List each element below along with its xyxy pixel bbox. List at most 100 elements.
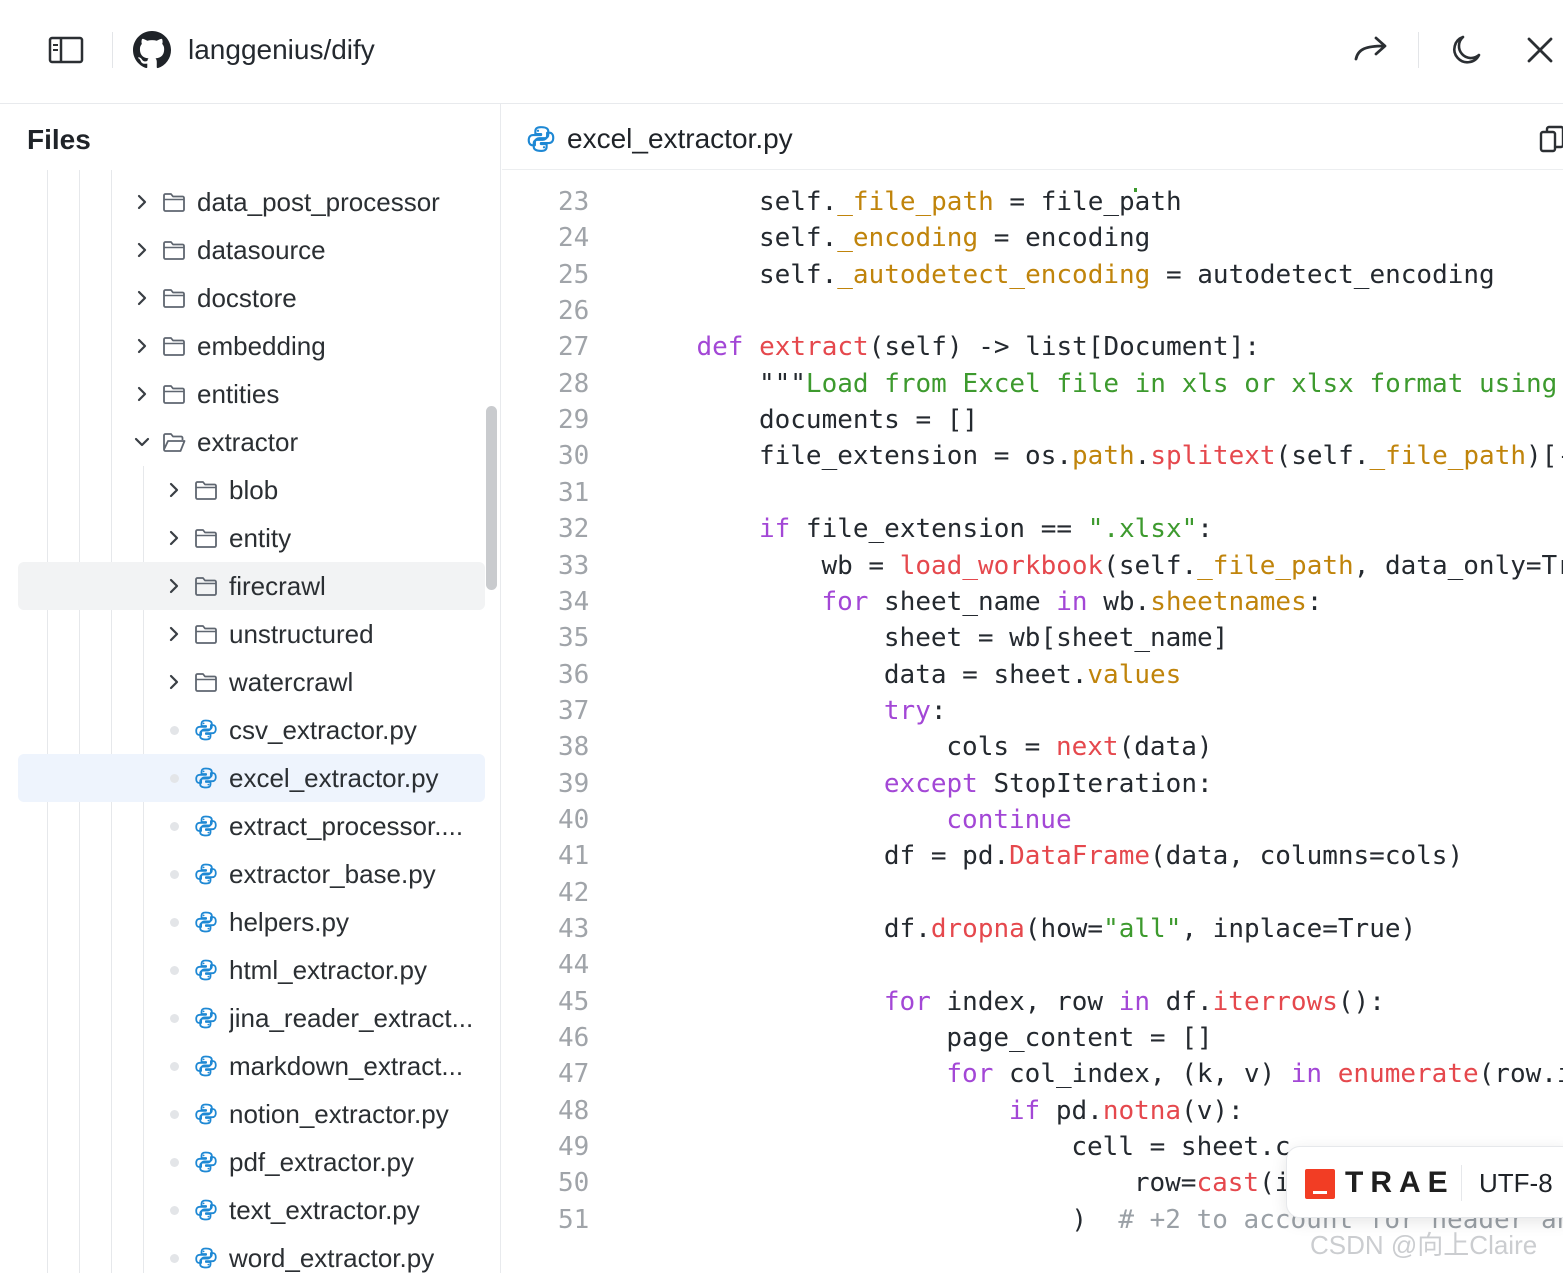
chevron-down-icon[interactable] <box>132 432 152 452</box>
line-number: 38 <box>558 732 590 763</box>
tree-file-extract-processor[interactable]: extract_processor.... <box>18 802 485 850</box>
moon-icon[interactable] <box>1446 30 1486 70</box>
code-token: if <box>758 514 791 545</box>
encoding-indicator[interactable]: UTF-8 <box>1479 1168 1553 1198</box>
line-number: 34 <box>558 586 590 617</box>
python-file-icon <box>194 1006 218 1030</box>
code-token: self. <box>758 259 838 290</box>
code-token: in <box>1118 986 1151 1017</box>
chevron-right-icon[interactable] <box>132 336 152 356</box>
file-dot-icon <box>170 822 179 831</box>
chevron-right-icon[interactable] <box>164 528 184 548</box>
chevron-right-icon[interactable] <box>164 576 184 596</box>
tree-item-label: watercrawl <box>229 667 354 697</box>
line-number: 45 <box>558 986 590 1017</box>
folder-icon <box>194 479 218 501</box>
code-token: dropna <box>930 914 1025 944</box>
code-line: 38 cols = next(data) <box>502 729 1563 765</box>
code-token: ".xlsx" <box>1087 514 1198 545</box>
code-token: path <box>1072 441 1135 472</box>
tree-file-markdown-extract[interactable]: markdown_extract... <box>18 1042 485 1090</box>
chevron-right-icon[interactable] <box>164 480 184 500</box>
code-token: , data_only=Tr <box>1353 550 1563 581</box>
code-token: (): <box>1337 986 1385 1017</box>
tree-folder-firecrawl[interactable]: firecrawl <box>18 562 485 610</box>
folder-icon <box>162 191 186 213</box>
python-file-icon <box>194 1054 218 1078</box>
code-token: sheet = wb[sheet_name] <box>883 623 1229 654</box>
trae-badge[interactable]: TRAE UTF-8 <box>1286 1146 1563 1218</box>
tree-folder-embedding[interactable]: embedding <box>18 322 485 370</box>
tree-file-jina-reader-extract[interactable]: jina_reader_extract... <box>18 994 485 1042</box>
line-number: 40 <box>558 804 590 835</box>
folder-icon <box>162 287 186 309</box>
tree-folder-unstructured[interactable]: unstructured <box>18 610 485 658</box>
code-content: file_extension = os.path.splitext(self._… <box>759 438 1563 474</box>
editor-filename[interactable]: excel_extractor.py <box>567 123 793 154</box>
tree-item-label: embedding <box>197 331 326 361</box>
line-number: 24 <box>558 223 590 254</box>
chevron-right-icon[interactable] <box>132 384 152 404</box>
tree-file-helpers-py[interactable]: helpers.py <box>18 898 485 946</box>
copy-icon[interactable] <box>1538 124 1563 154</box>
tree-folder-data-post-processor[interactable]: data_post_processor <box>18 178 485 226</box>
code-token: (self. <box>1275 441 1370 472</box>
watermark: CSDN @向上Claire <box>1310 1230 1538 1260</box>
tree-file-html-extractor-py[interactable]: html_extractor.py <box>18 946 485 994</box>
tree-file-extractor-base-py[interactable]: extractor_base.py <box>18 850 485 898</box>
close-icon[interactable] <box>1520 30 1560 70</box>
tree-folder-docstore[interactable]: docstore <box>18 274 485 322</box>
chevron-right-icon[interactable] <box>132 288 152 308</box>
sidebar-scrollbar[interactable] <box>486 406 497 590</box>
tree-file-text-extractor-py[interactable]: text_extractor.py <box>18 1186 485 1234</box>
tree-folder-datasource[interactable]: datasource <box>18 226 485 274</box>
code-token: self. <box>758 223 838 254</box>
line-number: 39 <box>558 768 590 799</box>
tree-file-word-extractor-py[interactable]: word_extractor.py <box>18 1234 485 1273</box>
share-icon[interactable] <box>1350 30 1392 70</box>
tree-file-csv-extractor-py[interactable]: csv_extractor.py <box>18 706 485 754</box>
tree-file-notion-extractor-py[interactable]: notion_extractor.py <box>18 1090 485 1138</box>
trae-brand: TRAE <box>1345 1166 1455 1199</box>
sidebar-toggle-icon[interactable] <box>46 32 86 68</box>
tree-folder-extractor[interactable]: extractor <box>18 418 485 466</box>
python-file-icon <box>194 1246 218 1270</box>
file-dot-icon <box>170 1014 179 1023</box>
tree-file-pdf-extractor-py[interactable]: pdf_extractor.py <box>18 1138 485 1186</box>
file-dot-icon <box>170 918 179 927</box>
line-number: 33 <box>558 550 590 581</box>
tree-folder-entity[interactable]: entity <box>18 514 485 562</box>
line-number: 51 <box>558 1204 590 1235</box>
code-token: Load from Excel file in xls or xlsx form… <box>805 368 1558 399</box>
code-content: for index, row in df.iterrows(): <box>884 984 1385 1020</box>
folder-icon <box>194 623 218 645</box>
tree-folder-entities[interactable]: entities <box>18 370 485 418</box>
tree-item-label: extractor <box>197 427 299 457</box>
chevron-right-icon[interactable] <box>132 240 152 260</box>
tree-folder-blob[interactable]: blob <box>18 466 485 514</box>
repo-title[interactable]: langgenius/dify <box>188 34 375 65</box>
chevron-right-icon[interactable] <box>164 672 184 692</box>
folder-icon <box>162 239 186 261</box>
code-content: cols = next(data) <box>946 729 1212 765</box>
line-number: 28 <box>558 368 590 399</box>
python-file-icon <box>194 766 218 790</box>
code-token: _file_path <box>1197 550 1354 581</box>
chevron-right-icon[interactable] <box>164 624 184 644</box>
tree-file-excel-extractor-py[interactable]: excel_extractor.py <box>18 754 485 802</box>
code-token: _autodetect_encoding <box>837 259 1151 290</box>
code-token: next <box>1055 732 1119 763</box>
code-token: data = sheet. <box>883 659 1088 690</box>
line-number: 29 <box>558 405 590 436</box>
chevron-right-icon[interactable] <box>132 192 152 212</box>
tree-folder-watercrawl[interactable]: watercrawl <box>18 658 485 706</box>
folder-icon <box>194 527 218 549</box>
